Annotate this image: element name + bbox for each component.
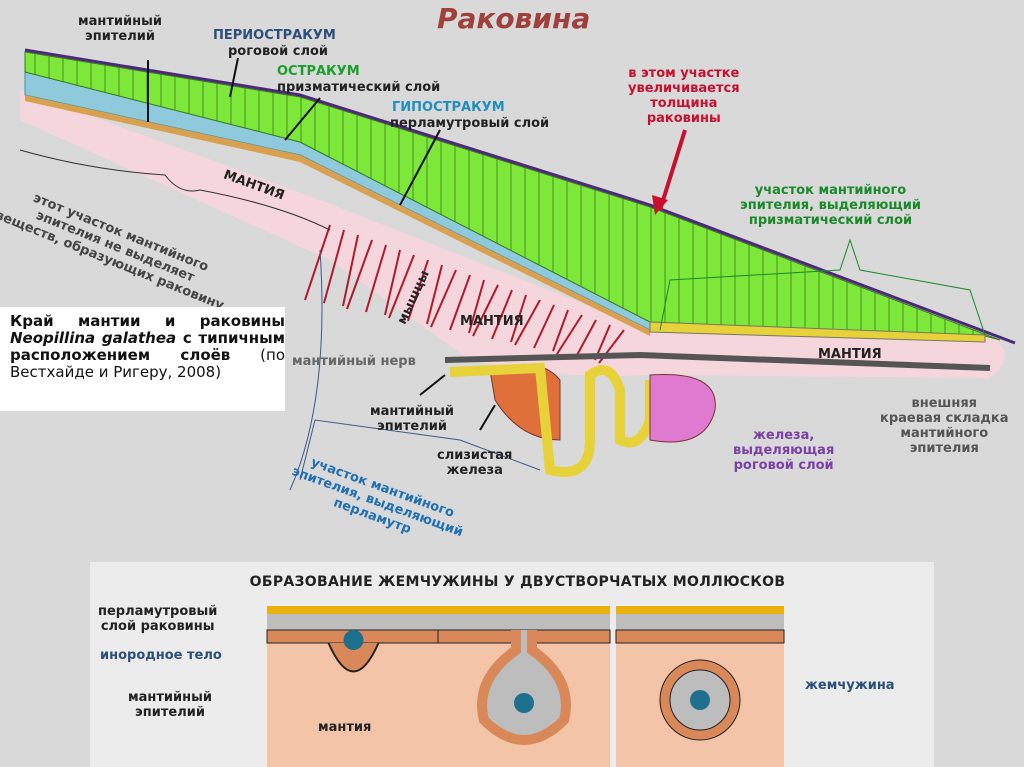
prism-cells bbox=[34, 53, 974, 335]
muscle-fiber bbox=[510, 294, 527, 343]
caption-box: Край мантии и раковины Neopillina galath… bbox=[0, 307, 285, 411]
muscle-fiber bbox=[346, 239, 373, 310]
pearl-title: ОБРАЗОВАНИЕ ЖЕМЧУЖИНЫ У ДВУСТВОРЧАТЫХ МО… bbox=[249, 574, 786, 590]
muscle-fiber bbox=[365, 244, 387, 313]
label-ostracum: ОСТРАКУМ bbox=[277, 64, 360, 79]
red-arrow bbox=[658, 129, 687, 211]
muscle-fiber bbox=[384, 249, 401, 316]
label-mantle-epithelium-top: мантийный эпителий bbox=[78, 14, 162, 44]
caption-species: Neopillina galathea bbox=[10, 329, 177, 347]
periostracum-layer bbox=[24, 48, 1016, 345]
label-hypostracum-sub: перламутровый слой bbox=[390, 116, 550, 131]
muscle-fiber bbox=[426, 264, 443, 325]
label-horn-gland: железа, выделяющая роговой слой bbox=[733, 428, 835, 473]
muscle-fiber bbox=[514, 299, 541, 346]
label-pearl-epithelium: мантийный эпителий bbox=[128, 690, 212, 720]
muscle-fiber bbox=[323, 229, 345, 304]
bracket-non-secreting bbox=[19, 149, 331, 231]
muscle-fiber bbox=[575, 319, 597, 358]
label-hypostracum: ГИПОСТРАКУМ bbox=[392, 100, 505, 115]
pearl-panel bbox=[90, 562, 934, 767]
muscle-fiber bbox=[472, 284, 499, 337]
muscle-fiber bbox=[552, 309, 569, 352]
page-title: Раковина bbox=[437, 2, 591, 35]
label-periostracum-sub: роговой слой bbox=[228, 44, 329, 59]
label-mantle-2: МАНТИЯ bbox=[460, 314, 524, 329]
muscle-fiber bbox=[533, 304, 555, 349]
label-foreign-body: инородное тело bbox=[100, 648, 222, 663]
label-mantle-pearl: мантия bbox=[318, 720, 372, 735]
bracket-nacre bbox=[289, 249, 541, 491]
muscle-fiber bbox=[304, 224, 331, 301]
muscle-fiber bbox=[407, 259, 429, 322]
label-mucous-gland: слизистая железа bbox=[437, 448, 513, 478]
label-mantle-nerve: мантийный нерв bbox=[292, 354, 416, 369]
horn-gland-shape bbox=[649, 373, 716, 443]
mantle-tissue bbox=[20, 90, 1005, 378]
label-prismatic-zone: участок мантийного эпителия, выделяющий … bbox=[740, 183, 921, 228]
label-mantle-epithelium-bottom: мантийный эпителий bbox=[370, 404, 454, 434]
muscle-fiber bbox=[388, 254, 415, 319]
yellow-epithelium-fold bbox=[449, 362, 655, 477]
muscle-fiber bbox=[449, 274, 471, 331]
prismatic-epithelium bbox=[649, 321, 986, 343]
label-nacre-layer: перламутровый слой раковины bbox=[98, 604, 218, 634]
muscle-fiber bbox=[491, 289, 513, 340]
label-pearl: жемчужина bbox=[805, 678, 895, 693]
pointer-arrows bbox=[147, 57, 496, 431]
label-thickness-note: в этом участке увеличивается толщина рак… bbox=[628, 66, 740, 126]
label-mantle-3: МАНТИЯ bbox=[818, 347, 882, 362]
bracket-prismatic bbox=[659, 238, 986, 336]
muscle-fibers bbox=[304, 224, 625, 364]
muscle-fiber bbox=[468, 279, 485, 334]
label-outer-fold: внешняя краевая складка мантийного эпите… bbox=[880, 396, 1009, 456]
muscle-fiber bbox=[342, 234, 359, 307]
muscle-fiber bbox=[430, 269, 457, 328]
label-ostracum-sub: призматический слой bbox=[277, 80, 441, 95]
caption-line1: Край мантии и раковины bbox=[10, 312, 285, 330]
label-periostracum: ПЕРИОСТРАКУМ bbox=[213, 28, 336, 43]
mantle-nerve bbox=[444, 351, 991, 371]
muscle-fiber bbox=[556, 314, 583, 355]
caption-reference: (по Вестхайде и Ригеру, 2008) bbox=[10, 346, 285, 381]
caption-rest: с типичным расположением слоёв bbox=[10, 329, 285, 364]
